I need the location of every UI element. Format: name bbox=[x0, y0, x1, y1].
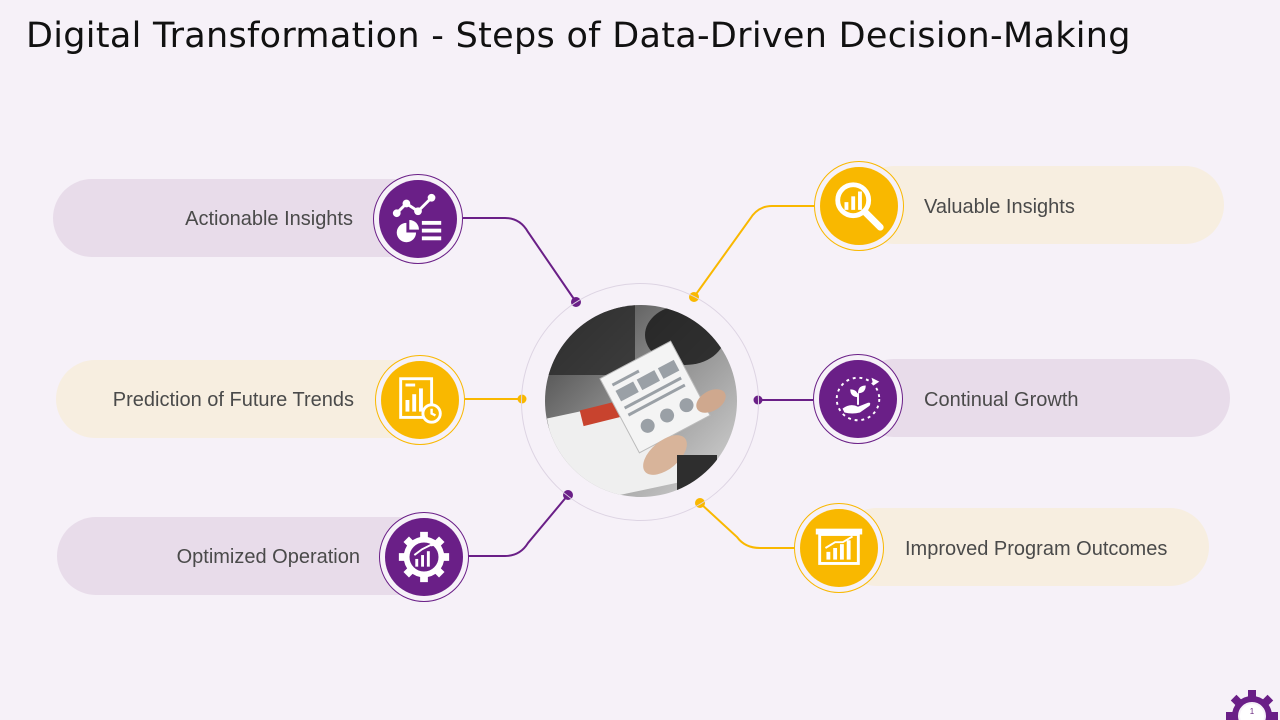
step-label: Valuable Insights bbox=[924, 196, 1075, 218]
badge-improved-program-outcomes bbox=[794, 503, 884, 593]
pill-improved-program-outcomes bbox=[838, 508, 1209, 586]
badge-optimized-operation bbox=[379, 512, 469, 602]
connector-optimized-operation bbox=[468, 494, 569, 557]
report-clock-icon bbox=[399, 377, 442, 424]
pill-actionable-insights bbox=[53, 179, 433, 257]
badge-actionable-insights bbox=[373, 174, 463, 264]
business-report-photo bbox=[545, 305, 737, 497]
connector-improved-program-outcomes bbox=[699, 502, 796, 549]
step-label: Improved Program Outcomes bbox=[905, 538, 1168, 560]
hand-plant-icon bbox=[835, 376, 881, 422]
presentation-board-icon bbox=[815, 528, 863, 565]
analytics-report-icon bbox=[392, 193, 442, 243]
badge-prediction-future-trends bbox=[375, 355, 465, 445]
pill-valuable-insights bbox=[855, 166, 1224, 244]
pill-continual-growth bbox=[855, 359, 1230, 437]
connector-valuable-insights bbox=[693, 205, 814, 298]
step-label: Continual Growth bbox=[924, 389, 1079, 411]
gear-icon bbox=[1226, 690, 1278, 720]
step-label: Optimized Operation bbox=[176, 546, 360, 568]
slide-title: Digital Transformation - Steps of Data-D… bbox=[26, 16, 1131, 56]
gear-growth-icon bbox=[398, 531, 450, 583]
step-label: Prediction of Future Trends bbox=[112, 389, 354, 411]
connector-actionable-insights bbox=[463, 217, 577, 303]
step-label: Actionable Insights bbox=[185, 208, 353, 230]
badge-valuable-insights bbox=[814, 161, 904, 251]
pill-optimized-operation bbox=[57, 517, 437, 595]
magnifier-chart-icon bbox=[835, 182, 884, 231]
hub-ring bbox=[521, 283, 759, 521]
badge-continual-growth bbox=[813, 354, 903, 444]
page-number: 1 bbox=[1249, 707, 1255, 716]
pill-prediction-future-trends bbox=[56, 360, 436, 438]
